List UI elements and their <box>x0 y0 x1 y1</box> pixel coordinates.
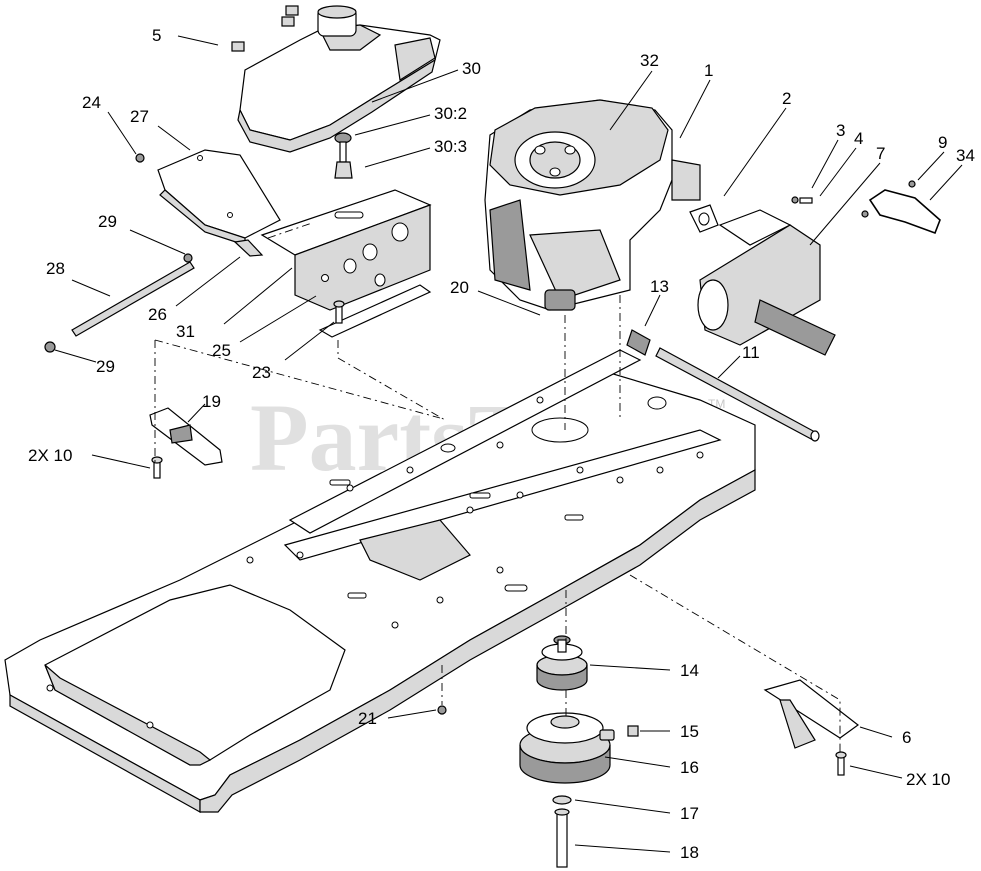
callouts: 5 30 30:2 30:3 24 27 32 1 2 3 4 7 9 34 2… <box>28 26 975 862</box>
callout-23: 23 <box>252 363 271 382</box>
callout-26: 26 <box>148 305 167 324</box>
callout-2x10-left: 2X 10 <box>28 446 72 465</box>
assembly-centerlines <box>154 222 841 755</box>
callout-5: 5 <box>152 26 161 45</box>
callout-2x10-right: 2X 10 <box>906 770 950 789</box>
callout-29-bottom: 29 <box>96 357 115 376</box>
callout-31: 31 <box>176 322 195 341</box>
nut-29a-part[interactable] <box>183 253 193 263</box>
bracket-34-part[interactable] <box>861 180 941 235</box>
screw-23-part[interactable] <box>333 300 345 324</box>
callout-30-3: 30:3 <box>434 137 467 156</box>
clip-26-part[interactable] <box>233 239 264 257</box>
callout-9: 9 <box>938 133 947 152</box>
callout-1: 1 <box>704 61 713 80</box>
callout-14: 14 <box>680 661 699 680</box>
leader-lines <box>54 35 963 853</box>
fuel-tank-cap-part[interactable] <box>231 5 299 52</box>
fuel-filter-13-part[interactable] <box>626 329 651 356</box>
fuel-fitting-part[interactable] <box>334 132 353 179</box>
callout-20: 20 <box>450 278 469 297</box>
callout-28: 28 <box>46 259 65 278</box>
callout-2: 2 <box>782 89 791 108</box>
pulley-14-part[interactable] <box>536 635 588 691</box>
callout-30: 30 <box>462 59 481 78</box>
callout-15: 15 <box>680 722 699 741</box>
bolt-24-part[interactable] <box>135 153 145 163</box>
callout-25: 25 <box>212 341 231 360</box>
callout-30-2: 30:2 <box>434 104 467 123</box>
callout-32: 32 <box>640 51 659 70</box>
callout-16: 16 <box>680 758 699 777</box>
frame-part[interactable] <box>4 349 756 814</box>
callout-4: 4 <box>854 129 863 148</box>
engine-part[interactable] <box>484 99 701 311</box>
screw-10b-part[interactable] <box>835 751 847 776</box>
fuel-line-11-part[interactable] <box>655 347 820 442</box>
fuel-tank-part[interactable] <box>237 5 441 153</box>
nut-21-part[interactable] <box>437 705 447 715</box>
bolt-18-part[interactable] <box>554 808 570 868</box>
callout-24: 24 <box>82 93 101 112</box>
spacer-15-part[interactable] <box>627 725 639 737</box>
bolt-3-4-part[interactable] <box>791 196 813 204</box>
callout-34: 34 <box>956 146 975 165</box>
mount-bracket-part[interactable] <box>260 189 432 338</box>
callout-18: 18 <box>680 843 699 862</box>
gasket-2-part[interactable] <box>689 204 719 233</box>
callout-21: 21 <box>358 709 377 728</box>
callout-11: 11 <box>742 343 760 362</box>
pulley-16-part[interactable] <box>519 712 615 784</box>
callout-27: 27 <box>130 107 149 126</box>
washer-17-part[interactable] <box>552 795 572 805</box>
bracket-19-part[interactable] <box>149 407 223 466</box>
rod-28-part[interactable] <box>71 261 195 337</box>
heat-shield-part[interactable] <box>157 149 281 246</box>
screw-10a-part[interactable] <box>151 456 163 479</box>
callout-6: 6 <box>902 728 911 747</box>
callout-29-top: 29 <box>98 212 117 231</box>
bracket-6-part[interactable] <box>763 679 860 749</box>
callout-19: 19 <box>202 392 221 411</box>
callout-7: 7 <box>876 144 885 163</box>
callout-17: 17 <box>680 804 699 823</box>
nut-29b-part[interactable] <box>44 341 56 353</box>
callout-3: 3 <box>836 121 845 140</box>
callout-13: 13 <box>650 277 669 296</box>
muffler-part[interactable] <box>697 209 836 356</box>
